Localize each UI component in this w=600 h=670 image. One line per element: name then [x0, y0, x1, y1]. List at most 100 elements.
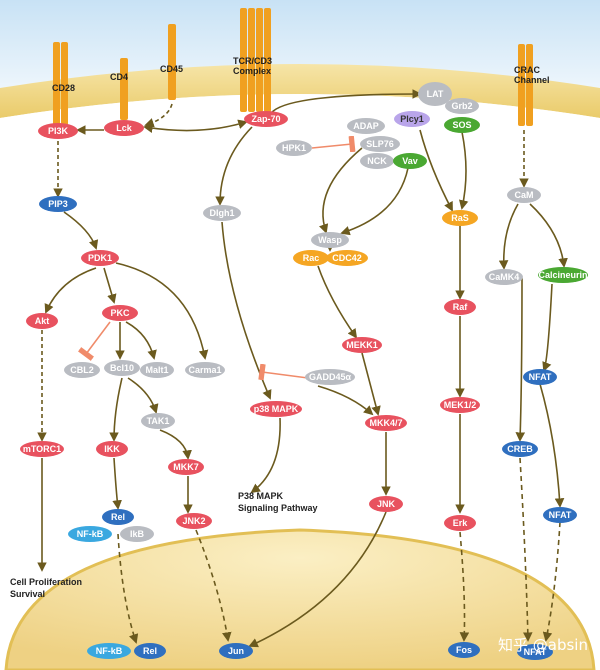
node-mkk7: MKK7 [168, 459, 204, 475]
svg-text:MKK4/7: MKK4/7 [369, 418, 402, 428]
cell-proliferation-label-line1: Cell Proliferation [10, 577, 82, 587]
cd45-receptor [168, 24, 176, 100]
svg-text:Carma1: Carma1 [188, 365, 221, 375]
svg-text:NFAT: NFAT [524, 647, 547, 657]
node-camk4: CaMK4 [485, 269, 523, 285]
svg-text:mTORC1: mTORC1 [23, 444, 61, 454]
svg-text:Akt: Akt [35, 316, 50, 326]
svg-text:CBL2: CBL2 [70, 365, 94, 375]
watermark: 知乎 @absin [498, 636, 588, 654]
svg-text:Rel: Rel [111, 512, 125, 522]
node-rel1: Rel [102, 509, 134, 525]
node-cdc42: CDC42 [326, 250, 368, 266]
node-rac: Rac [293, 250, 329, 266]
node-mekk1: MEKK1 [342, 337, 382, 353]
svg-text:Erk: Erk [453, 518, 469, 528]
node-rel2: Rel [134, 643, 166, 659]
node-fos: Fos [448, 642, 480, 658]
node-ikb: IkB [120, 526, 154, 542]
cd28-receptor [53, 42, 68, 128]
crac-channel [518, 44, 533, 126]
node-jnk2: JNK2 [176, 513, 212, 529]
inhibition-edges [78, 135, 356, 381]
svg-text:HPK1: HPK1 [282, 143, 306, 153]
svg-text:MKK7: MKK7 [173, 462, 199, 472]
node-slp76: SLP76 [360, 136, 400, 152]
node-jun: Jun [219, 643, 253, 659]
node-nfat3: NFAT [517, 644, 553, 660]
tcr-label-line1: TCR/CD3 [233, 56, 272, 66]
node-mek12: MEK1/2 [440, 397, 480, 413]
svg-text:MEKK1: MEKK1 [346, 340, 378, 350]
node-gadd45a: GADD45α [305, 369, 355, 385]
svg-text:Wasp: Wasp [318, 235, 342, 245]
node-zap70: Zap-70 [244, 111, 288, 127]
svg-text:NCK: NCK [367, 156, 387, 166]
svg-text:LAT: LAT [427, 89, 444, 99]
svg-text:NFAT: NFAT [549, 510, 572, 520]
node-nfat2: NFAT [543, 507, 577, 523]
crac-label-line1: CRAC [514, 65, 540, 75]
cd45-label: CD45 [160, 64, 183, 74]
node-erk: Erk [444, 515, 476, 531]
svg-text:ADAP: ADAP [353, 121, 379, 131]
svg-text:Bcl10: Bcl10 [110, 363, 134, 373]
svg-text:Calcineurin: Calcineurin [538, 270, 587, 280]
svg-text:Dlgh1: Dlgh1 [209, 208, 234, 218]
svg-text:NF-kB: NF-kB [96, 646, 123, 656]
svg-text:SLP76: SLP76 [366, 139, 394, 149]
node-p38mapk: p38 MAPK [250, 401, 302, 417]
node-lck: Lck [104, 120, 144, 136]
node-mkk47: MKK4/7 [365, 415, 407, 431]
node-sos: SOS [444, 117, 480, 133]
node-lat: LAT [418, 82, 452, 106]
node-grb2: Grb2 [445, 98, 479, 114]
svg-text:JNK2: JNK2 [182, 516, 205, 526]
svg-text:RaS: RaS [451, 213, 469, 223]
svg-text:Malt1: Malt1 [145, 365, 168, 375]
tcr-label-line2: Complex [233, 66, 271, 76]
svg-text:CDC42: CDC42 [332, 253, 362, 263]
node-malt1: Malt1 [140, 362, 174, 378]
node-pip3: PIP3 [39, 196, 77, 212]
node-tak1: TAK1 [141, 413, 175, 429]
node-cbl2: CBL2 [64, 362, 100, 378]
svg-text:Vav: Vav [402, 156, 418, 166]
node-plcy1: Plcy1 [394, 111, 430, 127]
svg-text:TAK1: TAK1 [147, 416, 170, 426]
node-pdk1: PDK1 [81, 250, 119, 266]
nucleus [4, 528, 596, 670]
cell-proliferation-label-line2: Survival [10, 589, 45, 599]
cd28-label: CD28 [52, 83, 75, 93]
svg-text:SOS: SOS [452, 120, 471, 130]
svg-text:CREB: CREB [507, 444, 533, 454]
node-ras: RaS [442, 210, 478, 226]
node-dlgh1: Dlgh1 [203, 205, 241, 221]
node-creb: CREB [502, 441, 538, 457]
svg-text:PI3K: PI3K [48, 126, 69, 136]
crac-label-line2: Channel [514, 75, 550, 85]
p38-pathway-label-line1: P38 MAPK [238, 491, 284, 501]
svg-text:IkB: IkB [130, 529, 145, 539]
node-mtorc1: mTORC1 [20, 441, 64, 457]
svg-text:NFAT: NFAT [529, 372, 552, 382]
svg-text:MEK1/2: MEK1/2 [444, 400, 477, 410]
p38-pathway-label-line2: Signaling Pathway [238, 503, 318, 513]
svg-text:Grb2: Grb2 [451, 101, 472, 111]
cd4-label: CD4 [110, 72, 128, 82]
svg-text:CaM: CaM [514, 190, 533, 200]
svg-text:Fos: Fos [456, 645, 472, 655]
node-nfkb1: NF-kB [68, 526, 112, 542]
svg-text:GADD45α: GADD45α [309, 372, 352, 382]
svg-text:Jun: Jun [228, 646, 244, 656]
node-ikk: IKK [96, 441, 128, 457]
svg-text:Lck: Lck [116, 123, 133, 133]
node-cam: CaM [507, 187, 541, 203]
node-jnk: JNK [369, 496, 403, 512]
svg-text:Rac: Rac [303, 253, 320, 263]
node-pkc: PKC [102, 305, 138, 321]
svg-text:IKK: IKK [104, 444, 120, 454]
svg-text:p38 MAPK: p38 MAPK [254, 404, 299, 414]
svg-text:CaMK4: CaMK4 [489, 272, 520, 282]
node-nfat1: NFAT [523, 369, 557, 385]
